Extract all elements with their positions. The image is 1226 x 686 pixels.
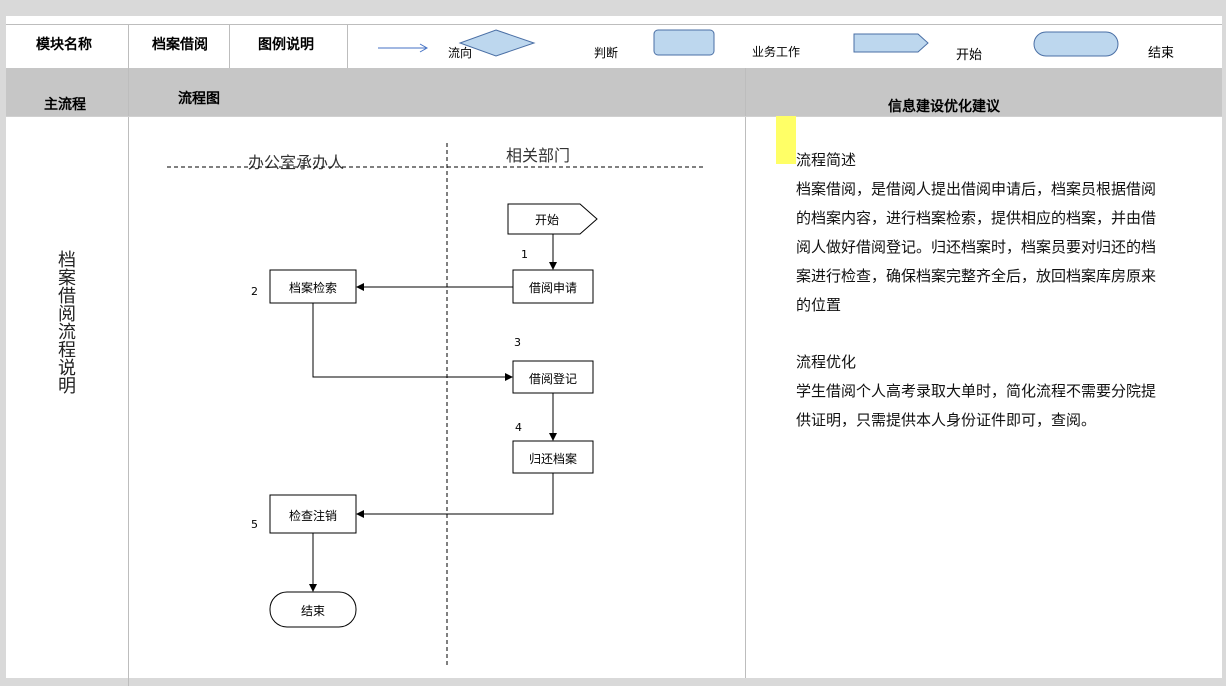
check-node-shape: [269, 494, 357, 534]
edge-search-register: [312, 303, 513, 381]
flow-description-block: 流程简述 档案借阅，是借阅人提出借阅申请后，档案员根据借阅 的档案内容，进行档案…: [796, 146, 1156, 320]
return-node-label: 归还档案: [528, 452, 577, 466]
flow-arrow-icon: [378, 43, 429, 53]
column-flowchart: 流程图: [178, 91, 220, 107]
step-number: 5: [251, 518, 258, 531]
return-node-shape: [512, 440, 594, 474]
main-flow-name: 档案借阅流程说明: [58, 250, 76, 397]
flow-description-line: 阅人做好借阅登记。归还档案时，档案员要对归还的档: [796, 238, 1157, 256]
flow-optimization-block: 流程优化 学生借阅个人高考录取大单时，简化流程不需要分院提 供证明，只需提供本人…: [796, 348, 1156, 435]
end-terminator-icon: [1033, 31, 1119, 57]
decision-diamond-icon: [458, 29, 536, 57]
legend-decision-label: 判断: [594, 46, 619, 60]
column-header-band: [6, 68, 1222, 116]
process-sheet: [6, 16, 1222, 678]
apply-node-shape: [512, 269, 594, 304]
lane-department-title: 相关部门: [506, 146, 571, 165]
flow-description-line: 的档案内容，进行档案检索，提供相应的档案，并由借: [796, 209, 1157, 227]
header-divider: [347, 24, 348, 68]
start-pentagon-icon: [853, 33, 929, 53]
step-number: 1: [521, 248, 528, 261]
column-divider: [745, 68, 746, 678]
start-node-shape: [507, 203, 598, 235]
flow-optimization-title: 流程优化: [796, 353, 857, 371]
step-number: 3: [514, 336, 521, 349]
header-divider: [229, 24, 230, 68]
flow-optimization-line: 学生借阅个人高考录取大单时，简化流程不需要分院提: [796, 382, 1157, 400]
column-suggestions: 信息建设优化建议: [888, 99, 1000, 115]
module-name-value: 档案借阅: [152, 37, 208, 53]
legend-end-label: 结束: [1148, 46, 1175, 61]
flow-description-line: 案进行检查，确保档案完整齐全后，放回档案库房原来: [796, 267, 1157, 285]
legend-start-label: 开始: [956, 48, 983, 63]
step-number: 2: [251, 285, 258, 298]
module-name-label: 模块名称: [36, 37, 92, 53]
flow-optimization-line: 供证明，只需提供本人身份证件即可，查阅。: [796, 411, 1097, 429]
step-number: 4: [515, 421, 522, 434]
check-node-label: 检查注销: [288, 509, 337, 523]
highlight-marker: [776, 116, 796, 164]
header-divider: [128, 24, 129, 68]
search-node-label: 档案检索: [288, 281, 337, 295]
start-node-label: 开始: [534, 213, 559, 227]
column-divider: [128, 68, 129, 686]
body-top-border: [6, 116, 1222, 117]
legend-flow-label: 流向: [448, 46, 473, 60]
legend-task-label: 业务工作: [752, 45, 801, 59]
flow-description-line: 的位置: [796, 296, 842, 314]
register-node-shape: [512, 360, 594, 394]
column-main-flow: 主流程: [44, 97, 86, 113]
task-rect-icon: [653, 29, 715, 56]
end-node-label: 结束: [300, 604, 325, 618]
end-node-shape: [269, 591, 357, 628]
legend-title: 图例说明: [258, 37, 314, 53]
apply-node-label: 借阅申请: [528, 281, 577, 295]
flow-description-line: 档案借阅，是借阅人提出借阅申请后，档案员根据借阅: [796, 180, 1157, 198]
legend-shapes: [378, 29, 1119, 57]
header-top-border: [6, 24, 1222, 25]
register-node-label: 借阅登记: [528, 372, 577, 386]
edge-return-check: [356, 473, 554, 518]
flow-description-title: 流程简述: [796, 151, 857, 169]
